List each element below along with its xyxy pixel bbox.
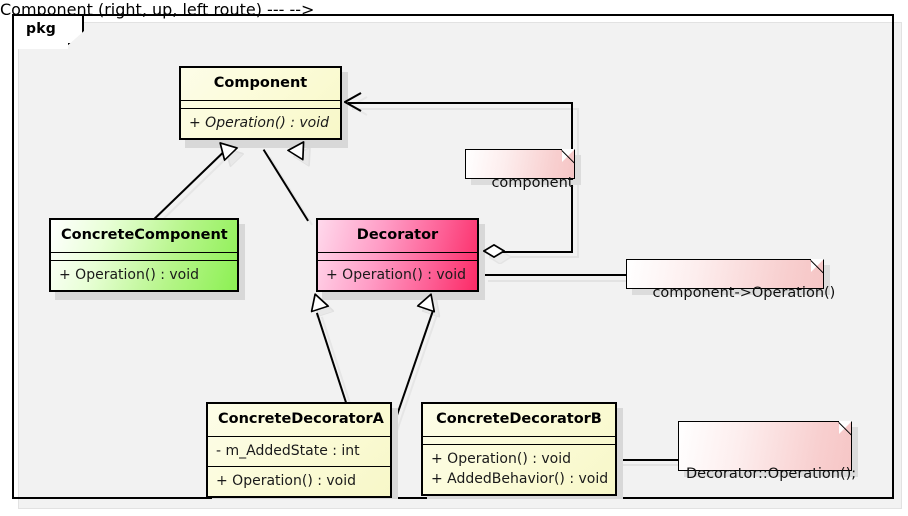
- concrete-component-attributes-compartment: [51, 253, 237, 260]
- concrete-decorator-a-operations-compartment: + Operation() : void: [208, 467, 390, 496]
- concrete-decorator-a-attributes-compartment: - m_AddedState : int: [208, 437, 390, 466]
- class-box-decorator[interactable]: Decorator + Operation() : void: [316, 218, 479, 292]
- decorator-attr-separator: [318, 259, 477, 261]
- component-operations-compartment: + Operation() : void: [181, 109, 340, 138]
- component-class-name: Component: [213, 75, 308, 91]
- concrete-component-name-separator: [51, 251, 237, 253]
- concrete-component-class-name: ConcreteComponent: [61, 227, 228, 243]
- concrete-decorator-a-operation-0: + Operation() : void: [216, 472, 357, 489]
- aggregation-shadow-seg-bottom: [504, 256, 579, 258]
- concrete-decorator-b-class-name: ConcreteDecoratorB: [436, 411, 602, 427]
- note-decorator-body-fold-icon: [811, 259, 824, 272]
- class-box-component[interactable]: Component + Operation() : void: [179, 66, 342, 140]
- class-box-concrete-decorator-b[interactable]: ConcreteDecoratorB + Operation() : void …: [421, 402, 617, 497]
- note-decorator-body[interactable]: component->Operation(): [626, 259, 835, 301]
- note-decorator-body-text: component->Operation(): [652, 284, 836, 301]
- note-decorator-b-body-line-1: Decorator::Operation();: [686, 465, 857, 482]
- note-decorator-b-body-fold-icon: [839, 421, 852, 434]
- concrete-decorator-a-attribute-0: - m_AddedState : int: [216, 442, 360, 459]
- generalization-arrow-cdb-decorator: [416, 290, 440, 313]
- package-tab-mask: [14, 43, 68, 49]
- package-label: pkg: [26, 21, 56, 37]
- concrete-decorator-b-operation-1: + AddedBehavior() : void: [431, 470, 609, 487]
- concrete-decorator-b-attributes-compartment: [423, 437, 615, 444]
- concrete-decorator-a-attr-separator: [208, 465, 390, 467]
- concrete-component-attr-separator: [51, 259, 237, 261]
- decorator-operations-compartment: + Operation() : void: [318, 261, 477, 290]
- note-component-role-text: component: [491, 174, 574, 191]
- decorator-operation-0: + Operation() : void: [326, 266, 467, 283]
- concrete-decorator-b-name-separator: [423, 435, 615, 437]
- concrete-decorator-a-class-name: ConcreteDecoratorA: [218, 411, 384, 427]
- concrete-decorator-b-operation-0: + Operation() : void: [431, 450, 572, 467]
- aggregation-seg-top: [347, 102, 573, 104]
- aggregation-shadow-seg-top: [352, 108, 579, 110]
- class-box-concrete-decorator-a[interactable]: ConcreteDecoratorA - m_AddedState : int …: [206, 402, 392, 499]
- concrete-decorator-b-operations-compartment: + Operation() : void + AddedBehavior() :…: [423, 445, 615, 495]
- component-attr-separator: [181, 107, 340, 109]
- component-attributes-compartment: [181, 101, 340, 108]
- note-component-role-fold-icon: [562, 149, 575, 162]
- concrete-component-operations-compartment: + Operation() : void: [51, 261, 237, 290]
- note-anchor-shadow-decorator-body: [488, 280, 628, 282]
- decorator-name-separator: [318, 251, 477, 253]
- aggregation-arrowhead: [344, 92, 362, 112]
- component-operation-0: + Operation() : void: [189, 114, 330, 131]
- note-component-role[interactable]: component: [465, 149, 575, 191]
- aggregation-diamond: [483, 244, 505, 258]
- generalization-arrow-decorator-component: [286, 136, 312, 161]
- concrete-decorator-b-attr-separator: [423, 443, 615, 445]
- note-decorator-b-body[interactable]: Decorator::Operation(); AddedBehavior();: [678, 421, 856, 482]
- package-tab: [12, 14, 84, 45]
- concrete-decorator-a-name-separator: [208, 435, 390, 437]
- decorator-class-name: Decorator: [356, 227, 439, 243]
- concrete-component-operation-0: + Operation() : void: [59, 266, 200, 283]
- generalization-arrow-cda-decorator: [306, 290, 330, 313]
- aggregation-seg-bottom: [498, 251, 573, 253]
- decorator-attributes-compartment: [318, 253, 477, 260]
- class-box-concrete-component[interactable]: ConcreteComponent + Operation() : void: [49, 218, 239, 292]
- note-anchor-decorator-body: [483, 274, 626, 276]
- generalization-arrow-cc-component: [213, 136, 239, 162]
- component-name-separator: [181, 99, 340, 101]
